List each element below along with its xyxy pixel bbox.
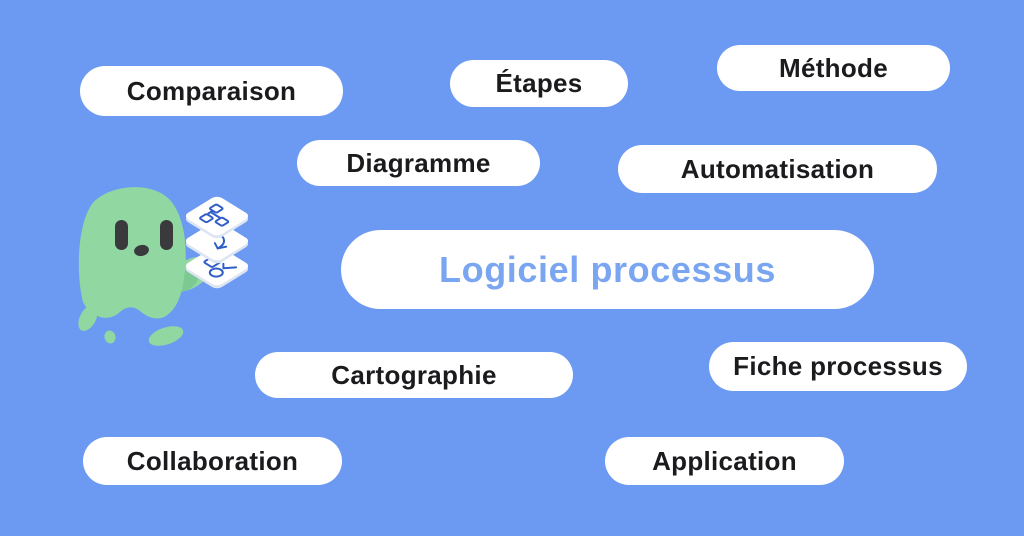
center-title: Logiciel processus <box>439 248 776 290</box>
tag-label: Méthode <box>779 52 888 83</box>
ghost-drip-dot <box>104 330 116 344</box>
tag-collaboration: Collaboration <box>83 437 342 485</box>
flowchart-card-icon <box>185 196 249 239</box>
tag-comparaison: Comparaison <box>80 66 343 116</box>
tag-etapes: Étapes <box>450 60 628 107</box>
tag-label: Étapes <box>495 68 583 98</box>
tag-label: Automatisation <box>680 153 875 184</box>
tag-methode: Méthode <box>717 45 950 91</box>
ghost-drip-left <box>78 305 98 331</box>
tag-label: Cartographie <box>331 359 497 390</box>
tag-application: Application <box>605 437 844 485</box>
ghost-eye-right <box>160 220 173 250</box>
tag-label: Fiche processus <box>733 351 943 381</box>
tag-label: Diagramme <box>346 147 491 178</box>
shapes-check-card-icon <box>185 246 249 289</box>
arrow-card-icon <box>185 221 249 264</box>
tag-fiche-processus: Fiche processus <box>709 342 967 391</box>
ghost-mouth <box>134 244 149 257</box>
ghost-drip-right <box>148 326 184 346</box>
ghost-body <box>78 187 186 319</box>
tag-automatisation: Automatisation <box>618 145 937 193</box>
tag-label: Application <box>652 445 797 476</box>
ghost-mascot-icon <box>78 187 249 346</box>
tag-cartographie: Cartographie <box>255 352 573 398</box>
ghost-eye-left <box>115 220 128 250</box>
center-title-pill: Logiciel processus <box>341 230 874 309</box>
tag-diagramme: Diagramme <box>297 140 540 186</box>
tag-label: Comparaison <box>126 75 297 106</box>
tag-label: Collaboration <box>126 445 299 476</box>
